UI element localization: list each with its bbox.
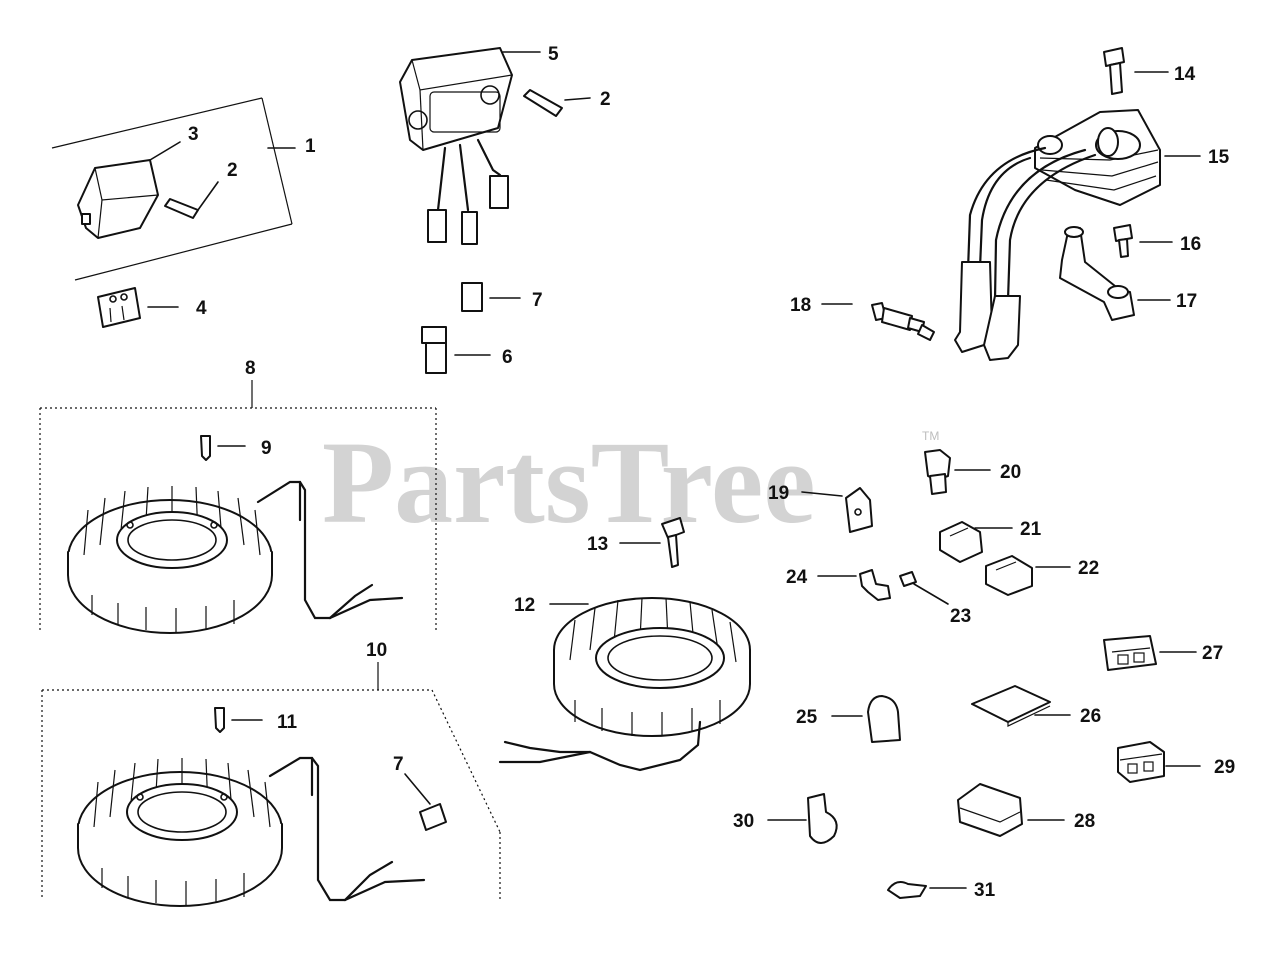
callout-2-b[interactable]: 2 [600, 89, 611, 110]
callout-2-a[interactable]: 2 [227, 160, 238, 181]
part-14-bolt[interactable] [1103, 47, 1169, 95]
part-9-screw[interactable] [200, 435, 246, 461]
callout-10[interactable]: 10 [366, 640, 387, 661]
part-17-bracket[interactable] [1059, 226, 1171, 321]
callout-22[interactable]: 22 [1078, 558, 1099, 579]
callout-21[interactable]: 21 [1020, 519, 1042, 540]
kit-outline-1 [51, 97, 296, 281]
part-31-clip[interactable] [887, 881, 967, 899]
callout-30[interactable]: 30 [733, 811, 754, 832]
callout-14[interactable]: 14 [1174, 64, 1196, 85]
callout-9[interactable]: 9 [261, 438, 272, 459]
callout-25[interactable]: 25 [796, 707, 818, 728]
part-12-stator[interactable] [498, 597, 751, 772]
part-10-stator[interactable] [77, 756, 426, 907]
callout-15[interactable]: 15 [1208, 147, 1230, 168]
part-2-screw-b[interactable] [523, 89, 591, 117]
part-15-ignition-coil[interactable] [954, 109, 1201, 361]
callout-8[interactable]: 8 [245, 358, 256, 379]
callout-6[interactable]: 6 [502, 347, 513, 368]
callout-labels: 1 2 2 3 4 5 6 7 7 8 9 10 11 12 13 14 15 … [188, 44, 1235, 901]
watermark-trademark: TM [922, 429, 939, 443]
part-30-clip[interactable] [767, 793, 838, 844]
callout-26[interactable]: 26 [1080, 706, 1101, 727]
kit-outline-10 [41, 662, 501, 900]
callout-27[interactable]: 27 [1202, 643, 1223, 664]
callout-3[interactable]: 3 [188, 124, 199, 145]
part-29-connector[interactable] [1117, 741, 1201, 783]
callout-12[interactable]: 12 [514, 595, 535, 616]
callout-31[interactable]: 31 [974, 880, 996, 901]
callout-29[interactable]: 29 [1214, 757, 1235, 778]
part-28-connector-housing[interactable] [957, 783, 1065, 837]
callout-24[interactable]: 24 [786, 567, 808, 588]
part-2-screw-a[interactable] [164, 181, 219, 219]
part-13-bolt[interactable] [619, 517, 685, 568]
part-16-screw[interactable] [1113, 224, 1173, 258]
part-3-module[interactable] [77, 141, 181, 239]
callout-11[interactable]: 11 [277, 712, 298, 733]
callout-28[interactable]: 28 [1074, 811, 1095, 832]
callout-13[interactable]: 13 [587, 534, 608, 555]
callout-1[interactable]: 1 [305, 136, 316, 157]
part-7-terminal-b[interactable] [404, 773, 447, 831]
callout-17[interactable]: 17 [1176, 291, 1197, 312]
part-22-connector[interactable] [985, 555, 1071, 596]
callout-23[interactable]: 23 [950, 606, 971, 627]
part-20-clip[interactable] [924, 449, 991, 495]
part-24-clamp[interactable] [817, 569, 891, 601]
callout-7-b[interactable]: 7 [393, 754, 404, 775]
part-23-screw[interactable] [899, 571, 949, 605]
part-11-screw[interactable] [214, 707, 263, 733]
callout-19[interactable]: 19 [768, 483, 789, 504]
part-27-connector[interactable] [1103, 635, 1197, 671]
callout-5[interactable]: 5 [548, 44, 559, 65]
callout-20[interactable]: 20 [1000, 462, 1021, 483]
part-5-regulator[interactable] [399, 47, 541, 245]
part-6-terminal[interactable] [421, 326, 491, 374]
part-25-grommet[interactable] [831, 695, 901, 743]
part-8-stator[interactable] [67, 480, 404, 634]
kit-outline-8 [39, 380, 437, 632]
callout-4[interactable]: 4 [196, 298, 207, 319]
part-26-terminal-block[interactable] [971, 685, 1071, 727]
callout-18[interactable]: 18 [790, 295, 811, 316]
callout-16[interactable]: 16 [1180, 234, 1201, 255]
part-21-connector[interactable] [939, 521, 1013, 563]
part-18-spark-plug[interactable] [821, 302, 935, 341]
part-7-terminal-a[interactable] [461, 282, 521, 312]
part-19-grommet[interactable] [801, 487, 873, 533]
callout-7-a[interactable]: 7 [532, 290, 543, 311]
part-4-connector[interactable] [97, 287, 179, 328]
watermark-text: PartsTree [322, 417, 816, 548]
